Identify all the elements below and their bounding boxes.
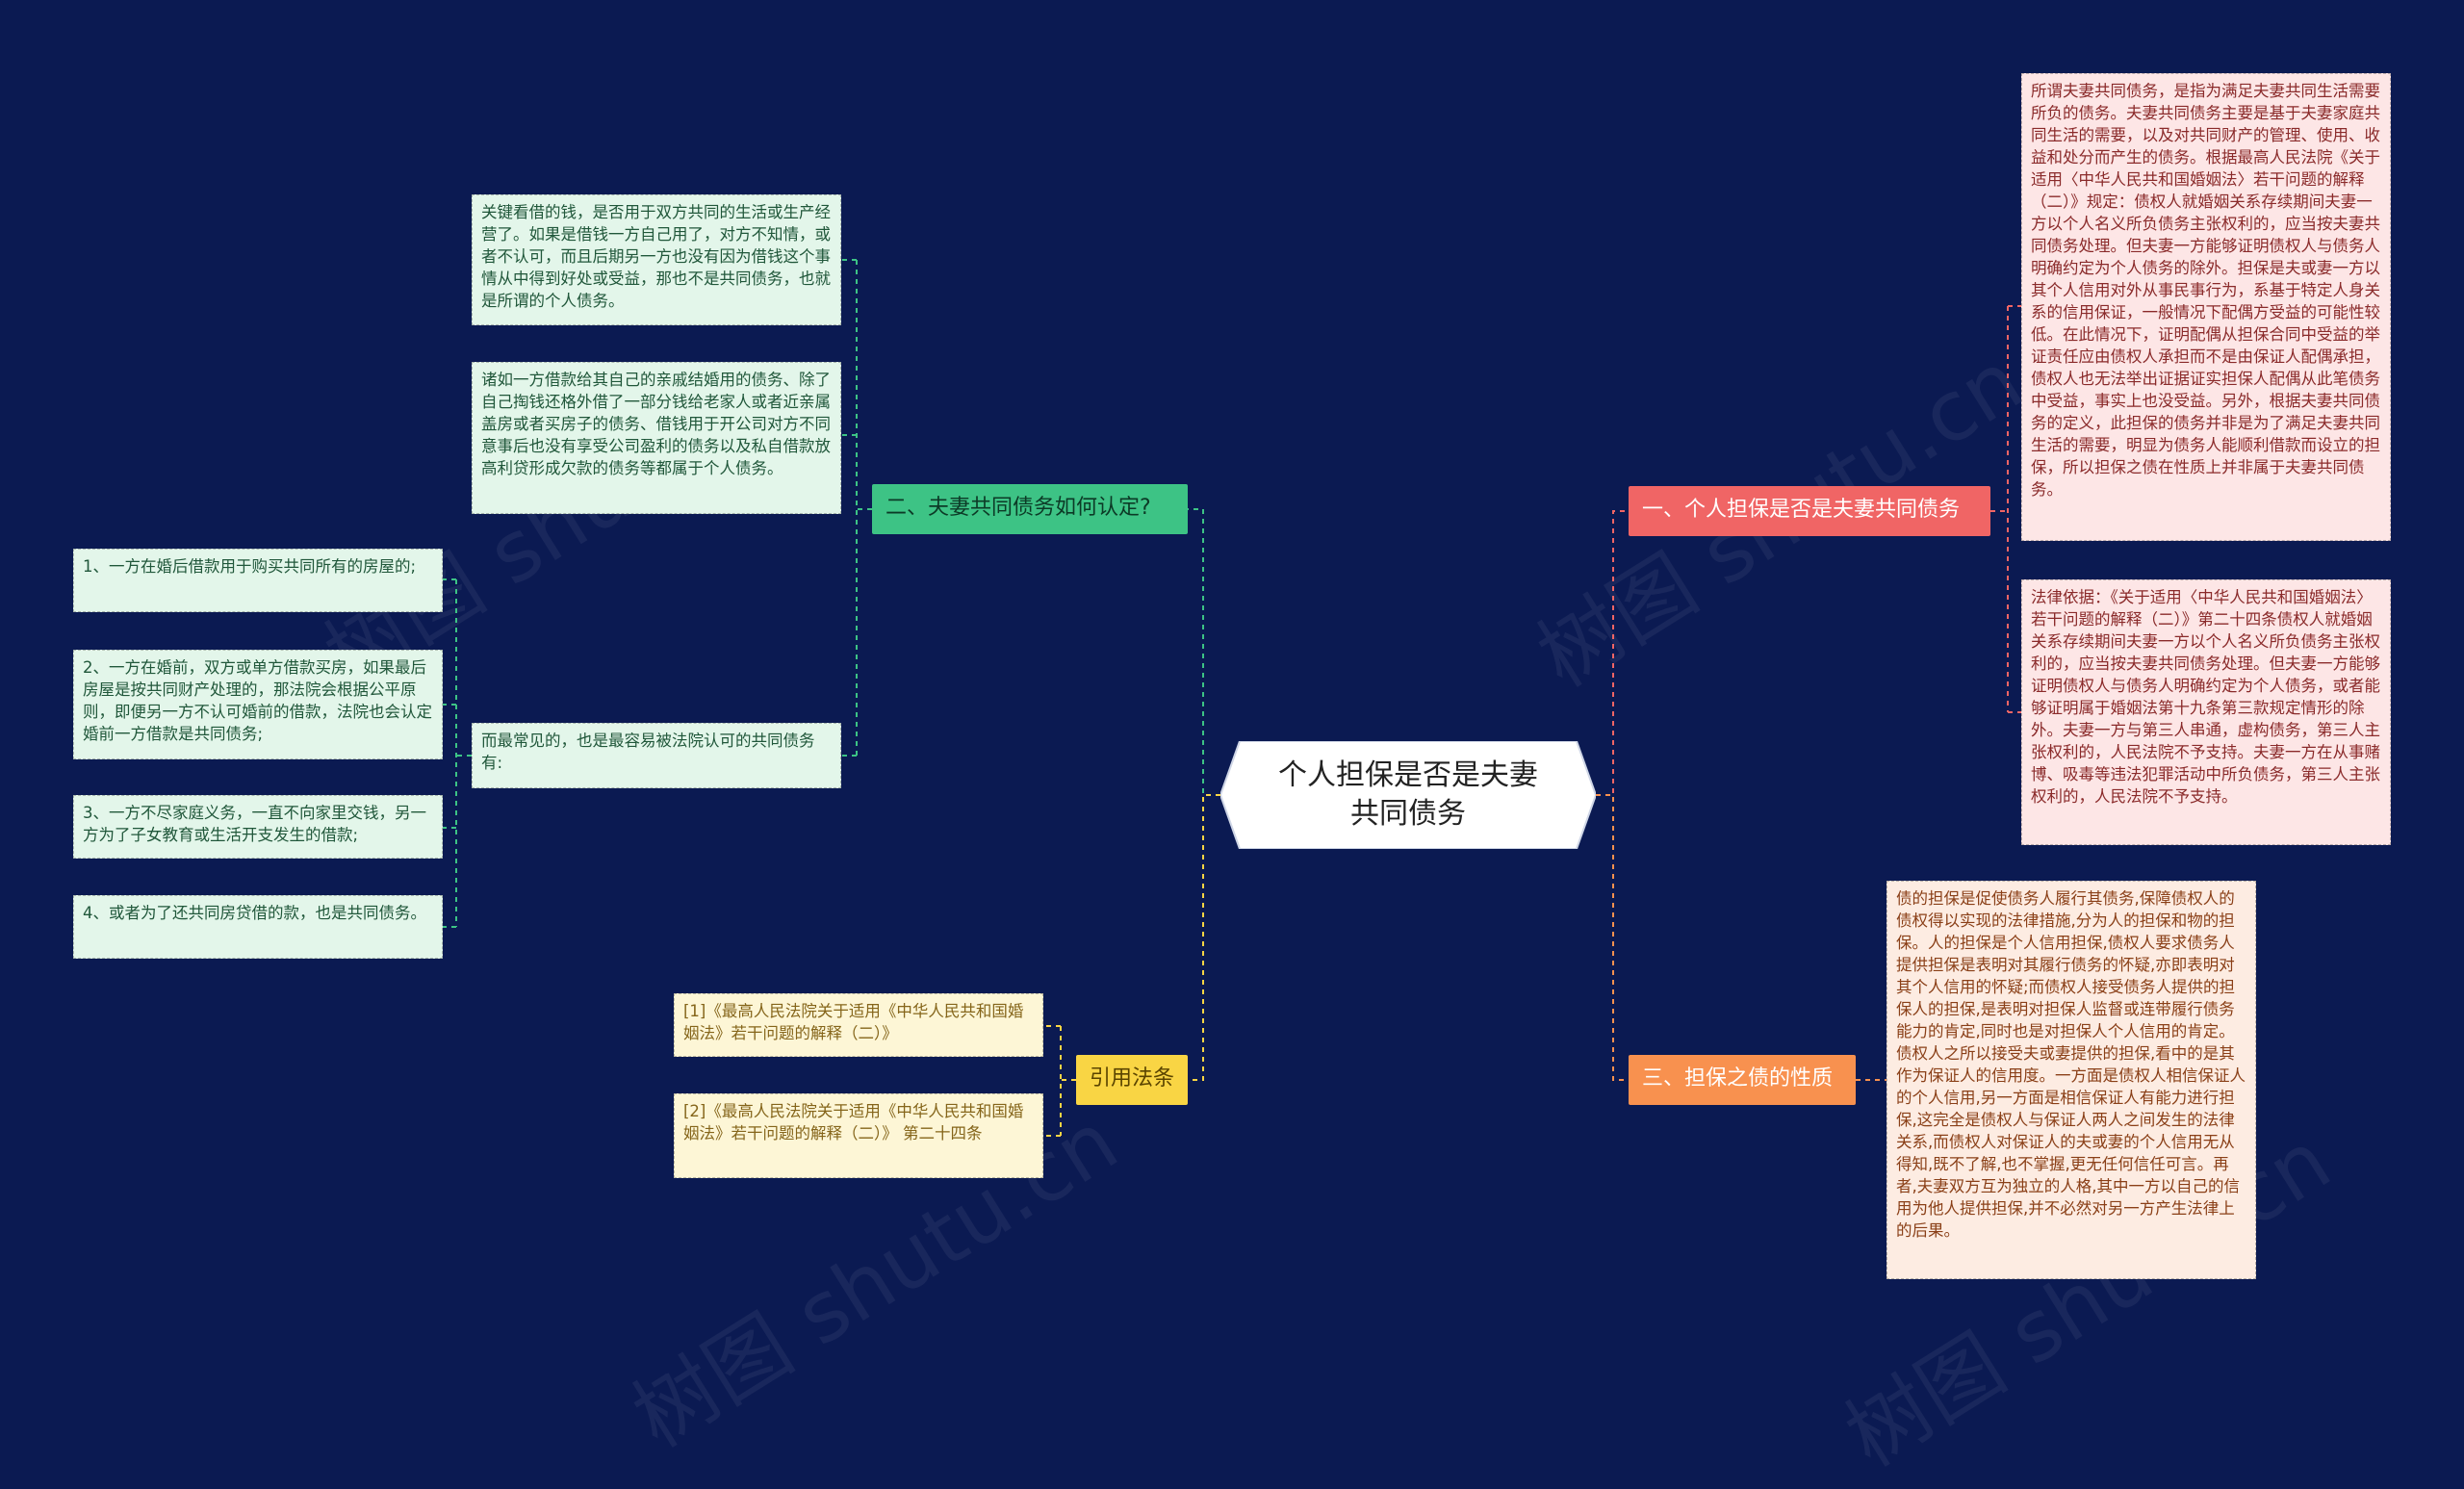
mindmap-canvas: 树图 shutu.cn 树图 shutu.cn 树图 shutu.cn 树图 s…	[73, 73, 2391, 1485]
connector-lines	[443, 259, 2021, 1137]
leaf-common-debt-4: 4、或者为了还共同房贷借的款，也是共同债务。	[73, 895, 443, 959]
root-label: 个人担保是否是夫妻共同债务	[1278, 758, 1538, 831]
leaf-common-debt-1: 1、一方在婚后借款用于购买共同所有的房屋的;	[73, 549, 443, 612]
leaf-b3-nature: 债的担保是促使债务人履行其债务,保障债权人的债权得以实现的法律措施,分为人的担保…	[1886, 881, 2256, 1279]
link-b2-leaves	[841, 259, 872, 757]
link-b1-leaves	[1990, 305, 2021, 713]
link-root-b4	[1188, 794, 1220, 1081]
root-node[interactable]: 个人担保是否是夫妻共同债务	[1220, 741, 1596, 849]
link-root-b3	[1596, 794, 1629, 1081]
branch-node-4[interactable]: 引用法条	[1076, 1055, 1188, 1105]
branch-node-3[interactable]: 三、担保之债的性质	[1629, 1055, 1856, 1105]
link-b4-leaves	[1043, 1025, 1076, 1137]
leaf-b2-key-point: 关键看借的钱，是否用于双方共同的生活或生产经营了。如果是借钱一方自己用了，对方不…	[472, 194, 841, 325]
leaf-citation-1: [1]《最高人民法院关于适用《中华人民共和国婚姻法》若干问题的解释（二）》	[674, 993, 1043, 1057]
branch-node-1[interactable]: 一、个人担保是否是夫妻共同债务	[1629, 486, 1990, 536]
leaf-common-debt-3: 3、一方不尽家庭义务，一直不向家里交钱，另一方为了子女教育或生活开支发生的借款;	[73, 795, 443, 859]
leaf-b1-definition: 所谓夫妻共同债务，是指为满足夫妻共同生活需要所负的债务。夫妻共同债务主要是基于夫…	[2021, 73, 2391, 541]
leaf-b2-personal-debts: 诸如一方借款给其自己的亲戚结婚用的债务、除了自己掏钱还格外借了一部分钱给老家人或…	[472, 362, 841, 514]
leaf-b2-common-debts: 而最常见的，也是最容易被法院认可的共同债务有:	[472, 723, 841, 788]
leaf-b1-legal-basis: 法律依据：《关于适用〈中华人民共和国婚姻法〉若干问题的解释（二）》第二十四条债权…	[2021, 579, 2391, 845]
branch-node-2[interactable]: 二、夫妻共同债务如何认定?	[872, 484, 1188, 534]
leaf-common-debt-2: 2、一方在婚前，双方或单方借款买房，如果最后房屋是按共同财产处理的，那法院会根据…	[73, 650, 443, 759]
link-root-b2	[1188, 508, 1220, 796]
leaf-citation-2: [2]《最高人民法院关于适用《中华人民共和国婚姻法》若干问题的解释（二）》 第二…	[674, 1093, 1043, 1178]
link-root-b1	[1596, 510, 1629, 796]
link-b2l3-children	[443, 578, 472, 928]
